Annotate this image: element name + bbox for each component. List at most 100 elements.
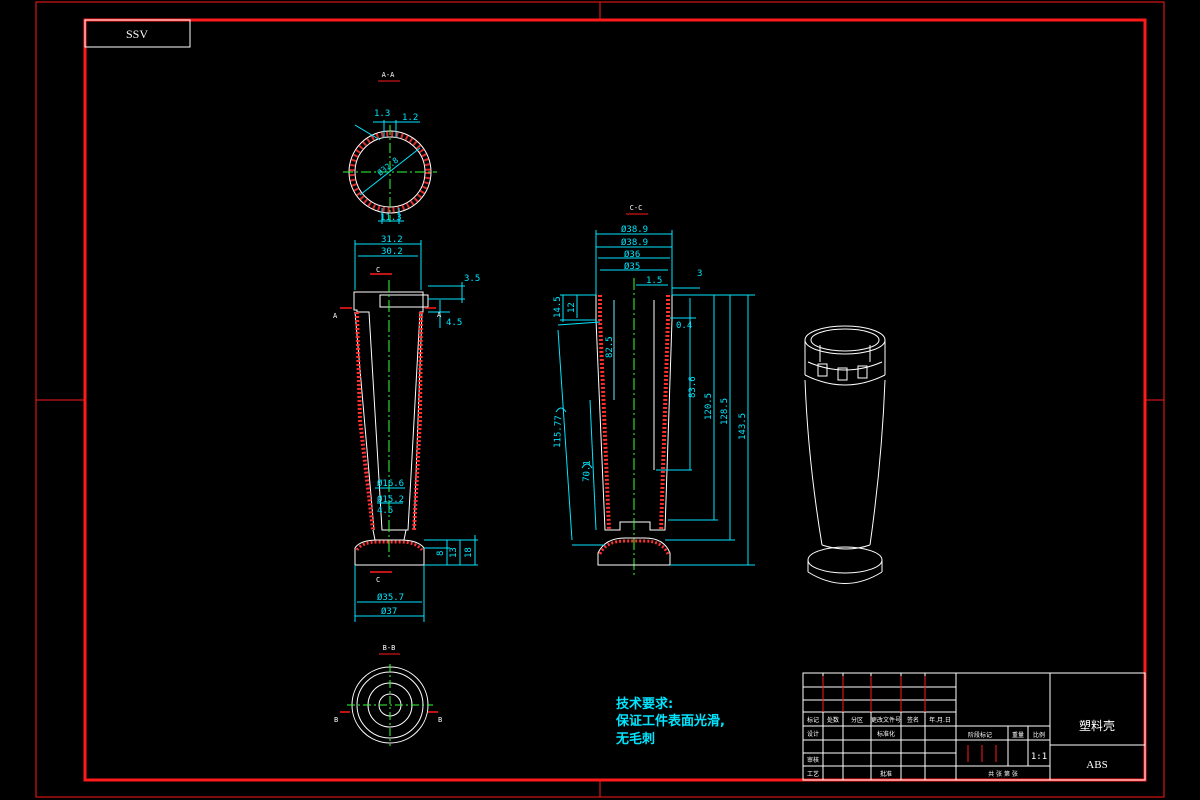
iso-slot-2 bbox=[837, 367, 848, 381]
section-cc-label: C-C bbox=[630, 204, 643, 212]
cc-dim-l2: 12 bbox=[567, 302, 577, 313]
tb-role-std: 标准化 bbox=[877, 730, 895, 738]
iso-slot-1 bbox=[817, 363, 828, 377]
view-isometric bbox=[804, 325, 886, 584]
tb-role-process: 工艺 bbox=[807, 770, 819, 778]
aa-leader-1 bbox=[354, 124, 381, 141]
fv-dim-ib1: Ø16.6 bbox=[377, 478, 404, 489]
tb-stage-label: 阶段标记 bbox=[968, 731, 992, 739]
fv-hatch-left bbox=[355, 311, 375, 531]
cc-dim-v1: 82.5 bbox=[605, 336, 615, 358]
notes-title: 技术要求: bbox=[616, 696, 673, 712]
aa-dia-line bbox=[359, 147, 421, 196]
tb-role-approve: 批准 bbox=[880, 770, 892, 778]
iso-body-right bbox=[869, 379, 886, 546]
section-aa-label: A-A bbox=[382, 71, 395, 79]
fv-dim-ib3: 4.5 bbox=[377, 506, 393, 516]
cc-dim-r1: 0.4 bbox=[676, 321, 692, 331]
tb-material: ABS bbox=[1086, 759, 1107, 771]
cc-dim-s2: 3 bbox=[697, 269, 702, 279]
cc-dim-w4: Ø35 bbox=[624, 261, 640, 272]
tb-hdr-3: 更改文件号 bbox=[871, 716, 901, 724]
tb-scale-value: 1:1 bbox=[1031, 752, 1047, 762]
cc-dim-v2: 83.6 bbox=[688, 376, 698, 398]
fv-dim-bw1: Ø35.7 bbox=[377, 592, 404, 603]
fv-cut-c-bottom: C bbox=[376, 576, 380, 584]
fv-dim-ib2: Ø15.2 bbox=[377, 494, 404, 505]
fv-dim-b3: 18 bbox=[464, 547, 474, 558]
cc-dim-w2: Ø38.9 bbox=[621, 237, 648, 248]
tb-hdr-4: 签名 bbox=[907, 716, 919, 724]
view-front: 31.2 30.2 C 3.5 4.5 A A Ø16.6 Ø15.2 4.5 bbox=[333, 235, 480, 622]
view-section-bb: B-B B B bbox=[334, 644, 442, 746]
iso-body-bottom bbox=[821, 544, 871, 550]
cc-roughness-1 bbox=[555, 407, 567, 413]
fv-base-outline bbox=[354, 539, 425, 566]
cc-dim-v3: 120.5 bbox=[704, 393, 714, 420]
technical-requirements: 技术要求: 保证工件表面光滑, 无毛刺 bbox=[615, 696, 725, 747]
cc-dim-line-a1 bbox=[557, 329, 573, 541]
fv-cut-a-right: A bbox=[437, 311, 442, 319]
iso-rim-bottom bbox=[804, 374, 886, 386]
aa-dim-1: 1.3 bbox=[374, 109, 390, 119]
aa-dim-3: 11.3 bbox=[380, 213, 402, 223]
iso-top-rim-outer bbox=[804, 325, 886, 355]
cc-roughness-2 bbox=[581, 463, 593, 469]
notes-line-1: 保证工件表面光滑, bbox=[615, 713, 725, 729]
iso-base-bottom bbox=[807, 571, 883, 584]
tb-part-name: 塑料壳 bbox=[1079, 718, 1115, 733]
tb-hdr-0: 标记 bbox=[807, 716, 819, 724]
cc-base-outline bbox=[597, 537, 671, 566]
tb-scale-label: 比例 bbox=[1033, 731, 1045, 739]
cc-dim-w1: Ø38.9 bbox=[621, 224, 648, 235]
drawing-code-box bbox=[84, 19, 191, 48]
iso-base-top bbox=[807, 546, 883, 574]
fv-cut-c-top: C bbox=[376, 266, 380, 274]
drawing-code: SSV bbox=[126, 27, 148, 41]
tb-hdr-5: 年.月.日 bbox=[929, 716, 951, 724]
tb-role-design: 设计 bbox=[807, 730, 819, 738]
drawing-frame: SSV bbox=[35, 1, 1165, 798]
cc-dim-a2: 70.1 bbox=[582, 460, 593, 482]
tb-sheets-label: 共 张 第 张 bbox=[988, 770, 1018, 778]
fv-hatch-right bbox=[412, 311, 423, 531]
fv-top-slot bbox=[379, 294, 429, 308]
bb-cut-left: B bbox=[334, 716, 338, 724]
view-section-cc: C-C Ø38.9 Ø38.9 Ø36 Ø35 1.5 3 14.5 12 bbox=[553, 204, 755, 575]
fv-dim-h2: 4.5 bbox=[446, 318, 462, 328]
tb-weight-label: 重量 bbox=[1012, 731, 1024, 739]
cc-dim-w3: Ø36 bbox=[624, 249, 640, 260]
cc-hatch-left bbox=[598, 295, 611, 531]
notes-line-2: 无毛刺 bbox=[615, 731, 655, 747]
iso-band-line bbox=[807, 361, 883, 371]
cc-dim-v4: 128.5 bbox=[720, 398, 730, 425]
title-block: 标记 处数 分区 更改文件号 签名 年.月.日 设计 标准化 审核 工艺 批准 … bbox=[802, 672, 1146, 781]
fv-body-outline bbox=[353, 291, 424, 531]
fv-dim-w2: 30.2 bbox=[381, 247, 403, 257]
cc-dim-v5: 143.5 bbox=[738, 413, 748, 440]
cc-dim-a1: 115.77 bbox=[553, 415, 564, 448]
tb-role-check: 审核 bbox=[807, 756, 819, 764]
cc-base-hatch bbox=[598, 539, 670, 555]
bb-cut-right: B bbox=[438, 716, 442, 724]
fv-cut-a-left: A bbox=[333, 312, 338, 320]
fv-dim-b2: 13 bbox=[449, 547, 459, 558]
section-bb-label: B-B bbox=[383, 644, 396, 652]
view-section-aa: A-A Ø32.8 1.3 1.2 11.3 bbox=[343, 71, 437, 224]
fv-dim-bw2: Ø37 bbox=[381, 606, 397, 617]
cc-body-outline bbox=[595, 295, 673, 531]
tb-hdr-1: 处数 bbox=[827, 716, 839, 724]
cc-dim-l1: 14.5 bbox=[553, 296, 563, 318]
iso-body-left bbox=[804, 379, 823, 546]
cc-dim-line-a2 bbox=[589, 399, 597, 531]
tb-hdr-2: 分区 bbox=[851, 716, 863, 724]
cc-hatch-right bbox=[659, 295, 670, 531]
iso-top-rim-inner bbox=[810, 328, 880, 352]
iso-slot-3 bbox=[857, 365, 868, 379]
fv-dim-h1: 3.5 bbox=[464, 274, 480, 284]
fv-dim-w1: 31.2 bbox=[381, 235, 403, 245]
aa-dim-2: 1.2 bbox=[402, 113, 418, 123]
outer-border bbox=[35, 1, 1165, 798]
